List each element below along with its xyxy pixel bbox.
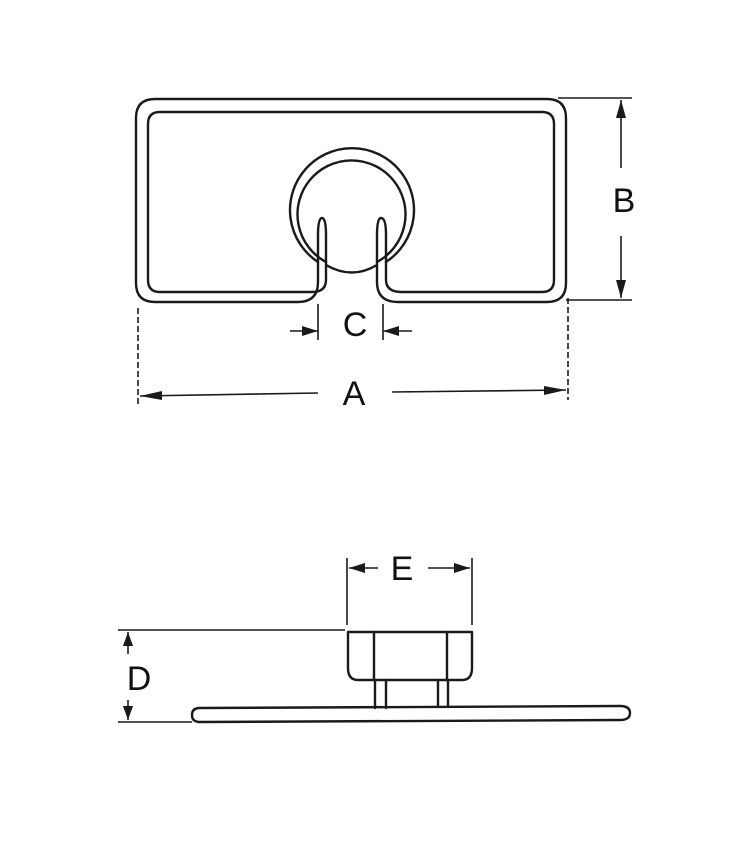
nut-bottom-arc bbox=[324, 263, 379, 274]
d-arrow-up bbox=[123, 632, 133, 646]
a-arrow-right bbox=[544, 386, 566, 395]
e-arrow-left bbox=[349, 563, 365, 573]
d-arrow-down bbox=[123, 706, 133, 720]
c-arrow-right bbox=[383, 326, 399, 336]
e-arrow-right bbox=[454, 563, 470, 573]
a-dimension-label: A bbox=[343, 375, 366, 413]
a-dimension-line-right bbox=[391, 389, 567, 393]
a-dimension-line-left bbox=[139, 392, 319, 397]
e-dimension-label: E bbox=[391, 550, 414, 588]
d-dimension-label: D bbox=[127, 660, 152, 698]
wire-left-prong-tip bbox=[316, 216, 328, 237]
c-dimension-label: C bbox=[343, 306, 368, 344]
top-view: B A C bbox=[134, 97, 636, 413]
side-view: E D bbox=[118, 550, 632, 724]
b-arrow-up bbox=[616, 100, 626, 118]
wire-outer-outline bbox=[134, 97, 568, 304]
wire-right-prong-tip bbox=[375, 216, 388, 237]
b-arrow-down bbox=[616, 280, 626, 298]
nut-inner-circle bbox=[296, 159, 407, 264]
nut-outer-circle bbox=[288, 147, 416, 264]
a-arrow-left bbox=[140, 391, 162, 400]
b-dimension-label: B bbox=[613, 182, 636, 220]
base-plate bbox=[190, 704, 632, 724]
nut-body bbox=[346, 630, 474, 682]
wire-inner-outline bbox=[146, 110, 556, 294]
c-arrow-left bbox=[302, 326, 318, 336]
